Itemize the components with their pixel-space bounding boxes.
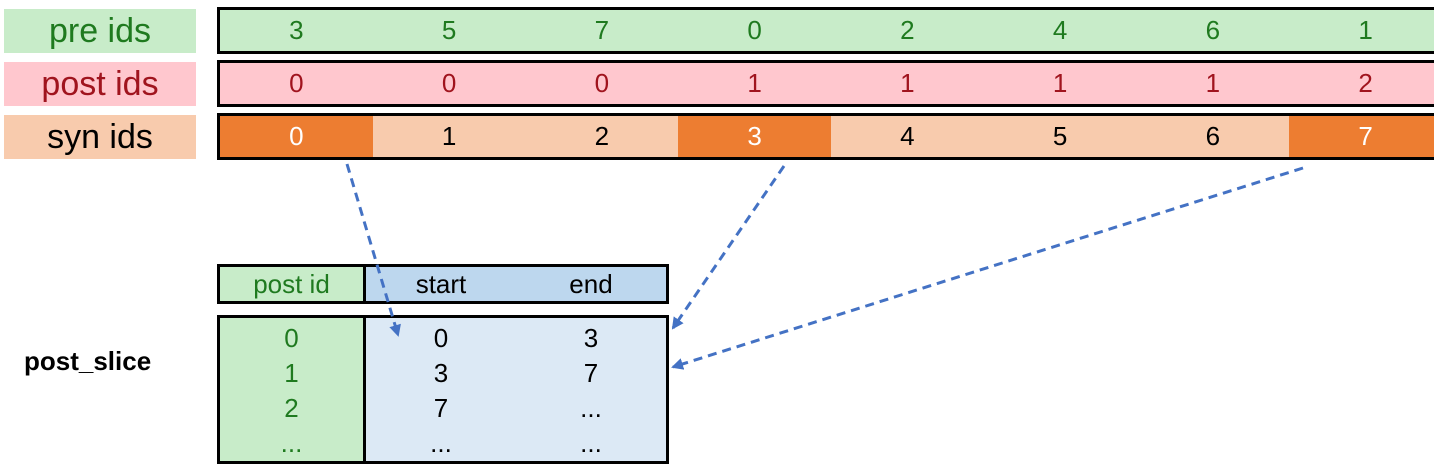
end-header: end [569,268,613,299]
post-id-header: post id [220,267,366,301]
starts-value: 0 [433,322,449,353]
start-header: start [415,268,467,299]
syn-id-cell: 5 [1052,121,1068,151]
post-slice-label: post_slice [24,346,152,376]
pre-ids-label: pre ids [4,9,196,53]
pre-id-cell: 5 [441,15,457,45]
syn-id-cell: 3 [678,116,831,157]
starts-value: 7 [433,393,449,424]
ends-value: ... [580,428,602,459]
pre-id-cell: 3 [289,15,304,45]
ends-value: 3 [583,322,599,353]
post_ids-value: 1 [284,357,299,388]
post_ids-value: 2 [284,393,299,424]
syn-id-cell: 2 [594,121,610,151]
post-slice-header: post id start end [217,264,669,304]
arrow-syn7-to-end1 [671,166,1304,370]
post-ids-row: 0 0 0 1 1 1 1 2 [217,60,1434,107]
syn-ids-row: 0 1 2 3 4 5 6 7 [217,113,1434,160]
post-id-cell: 0 [441,68,457,98]
pre-id-cell: 4 [1052,15,1068,45]
post-id-cell: 1 [747,68,762,98]
pre-ids-row: 3 5 7 0 2 4 6 1 [217,7,1434,54]
post-id-cell: 0 [289,68,304,98]
pre-id-cell: 1 [1358,15,1373,45]
post-id-cell: 1 [1205,68,1221,98]
starts-value: ... [430,428,452,459]
post_ids-value: 0 [284,322,299,353]
end-column: 3 7...... [516,318,666,461]
ends-value: 7 [583,357,599,388]
syn-id-cell: 1 [441,121,457,151]
post-id-cell: 2 [1358,68,1373,98]
syn-id-cell: 7 [1289,116,1434,157]
start-end-header: start end [366,267,666,301]
start-end-columns: 0 3 7... 3 7...... [366,318,666,461]
post_ids-value: ... [280,428,303,459]
syn-id-cell: 0 [220,116,373,157]
ends-value: ... [580,393,602,424]
starts-value: 3 [433,357,449,388]
post-id-cell: 1 [900,68,915,98]
syn-id-cell: 6 [1205,121,1221,151]
pre-id-cell: 7 [594,15,610,45]
post-slice-body: 0 1 2... 0 3 7... 3 7...... [217,315,669,464]
post-id-cell: 1 [1052,68,1068,98]
syn-ids-label: syn ids [4,115,196,159]
arrow-syn0-to-start0 [345,163,401,337]
syn-id-cell: 4 [900,121,915,151]
post-id-cell: 0 [594,68,610,98]
start-column: 0 3 7... [366,318,516,461]
pre-id-cell: 2 [900,15,915,45]
pre-id-cell: 6 [1205,15,1221,45]
post-ids-label: post ids [4,62,196,106]
post-id-column: 0 1 2... [220,318,366,461]
pre-id-cell: 0 [747,15,762,45]
arrow-syn3-to-end0 [671,165,786,330]
